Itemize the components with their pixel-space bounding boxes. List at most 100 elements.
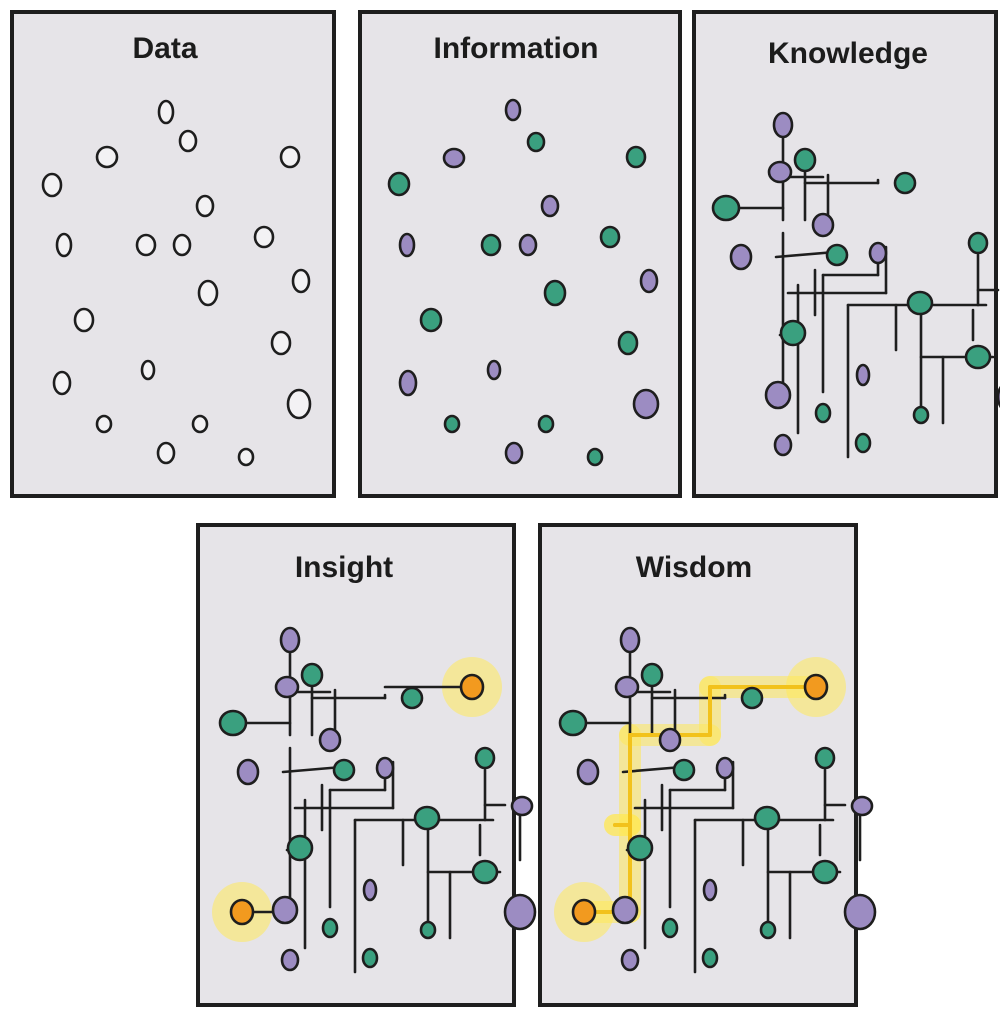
blank-dot xyxy=(291,268,311,294)
green-dot xyxy=(753,805,781,831)
purple-dot xyxy=(576,758,600,786)
purple-dot xyxy=(850,795,874,817)
green-dot xyxy=(759,920,777,940)
highlight-dot xyxy=(571,898,597,926)
purple-dot xyxy=(729,243,753,271)
blank-dot xyxy=(253,225,275,249)
green-dot xyxy=(300,662,324,688)
purple-dot xyxy=(504,441,524,465)
blank-dot xyxy=(197,279,219,307)
purple-dot xyxy=(611,895,639,925)
purple-dot xyxy=(614,675,640,699)
green-dot xyxy=(967,231,989,255)
blank-dot xyxy=(135,233,157,257)
blank-dot xyxy=(172,233,192,257)
purple-dot xyxy=(620,948,640,972)
green-dot xyxy=(814,402,832,424)
green-dot xyxy=(480,233,502,257)
green-dot xyxy=(672,758,696,782)
blank-dot xyxy=(73,307,95,333)
panel-knowledge-network xyxy=(711,111,1000,459)
green-dot xyxy=(419,307,443,333)
blank-dot xyxy=(52,370,72,396)
purple-dot xyxy=(773,433,793,457)
blank-dot xyxy=(195,194,215,218)
panel-wisdom: Wisdom xyxy=(538,523,877,1007)
purple-dot xyxy=(375,756,395,780)
green-dot xyxy=(419,920,437,940)
blank-dot xyxy=(178,129,198,153)
purple-dot xyxy=(518,233,538,257)
green-dot xyxy=(793,147,817,173)
green-dot xyxy=(543,279,567,307)
purple-dot xyxy=(764,380,792,410)
purple-dot xyxy=(236,758,260,786)
blank-dot xyxy=(270,330,292,356)
purple-dot xyxy=(658,727,682,753)
purple-dot xyxy=(811,212,835,238)
green-dot xyxy=(701,947,719,969)
green-dot xyxy=(586,447,604,467)
green-dot xyxy=(811,859,839,885)
purple-dot xyxy=(271,895,299,925)
blank-dot xyxy=(140,359,156,381)
green-dot xyxy=(332,758,356,782)
purple-dot xyxy=(442,147,466,169)
purple-dot xyxy=(843,893,877,931)
panel-insight: Insight xyxy=(196,523,537,1007)
blank-dot xyxy=(286,388,312,420)
green-dot xyxy=(218,709,248,737)
blank-dot xyxy=(95,414,113,434)
green-dot xyxy=(558,709,588,737)
purple-dot xyxy=(279,626,301,654)
green-dot xyxy=(413,805,441,831)
green-dot xyxy=(286,834,314,862)
green-dot xyxy=(964,344,992,370)
green-dot xyxy=(537,414,555,434)
purple-dot xyxy=(540,194,560,218)
green-dot xyxy=(443,414,461,434)
purple-dot xyxy=(619,626,641,654)
green-dot xyxy=(906,290,934,316)
purple-dot xyxy=(504,98,522,122)
green-dot xyxy=(893,171,917,195)
purple-dot xyxy=(510,795,534,817)
blank-dot xyxy=(95,145,119,169)
highlight-dot xyxy=(459,673,485,701)
purple-dot xyxy=(398,232,416,258)
blank-dot xyxy=(157,99,175,125)
blank-dot xyxy=(156,441,176,465)
green-dot xyxy=(825,243,849,267)
blank-dot xyxy=(237,447,255,467)
green-dot xyxy=(661,917,679,939)
purple-dot xyxy=(639,268,659,294)
green-dot xyxy=(474,746,496,770)
panel-data: Data xyxy=(10,10,336,498)
green-dot xyxy=(912,405,930,425)
panel-information-title: Information xyxy=(434,32,599,65)
panel-wisdom-title: Wisdom xyxy=(636,551,752,584)
green-dot xyxy=(617,330,639,356)
purple-dot xyxy=(632,388,660,420)
green-dot xyxy=(640,662,664,688)
green-dot xyxy=(625,145,647,169)
green-dot xyxy=(854,432,872,454)
blank-dot xyxy=(55,232,73,258)
highlight-dot xyxy=(803,673,829,701)
green-dot xyxy=(779,319,807,347)
green-dot xyxy=(526,131,546,153)
green-dot xyxy=(400,686,424,710)
panel-insight-title: Insight xyxy=(295,551,393,584)
green-dot xyxy=(471,859,499,885)
purple-dot xyxy=(486,359,502,381)
purple-dot xyxy=(280,948,300,972)
purple-dot xyxy=(868,241,888,265)
purple-dot xyxy=(772,111,794,139)
purple-dot xyxy=(398,369,418,397)
panel-insight-network xyxy=(212,626,537,974)
green-dot xyxy=(814,746,836,770)
purple-dot xyxy=(715,756,735,780)
panel-knowledge-title: Knowledge xyxy=(768,37,928,70)
blank-dot xyxy=(41,172,63,198)
